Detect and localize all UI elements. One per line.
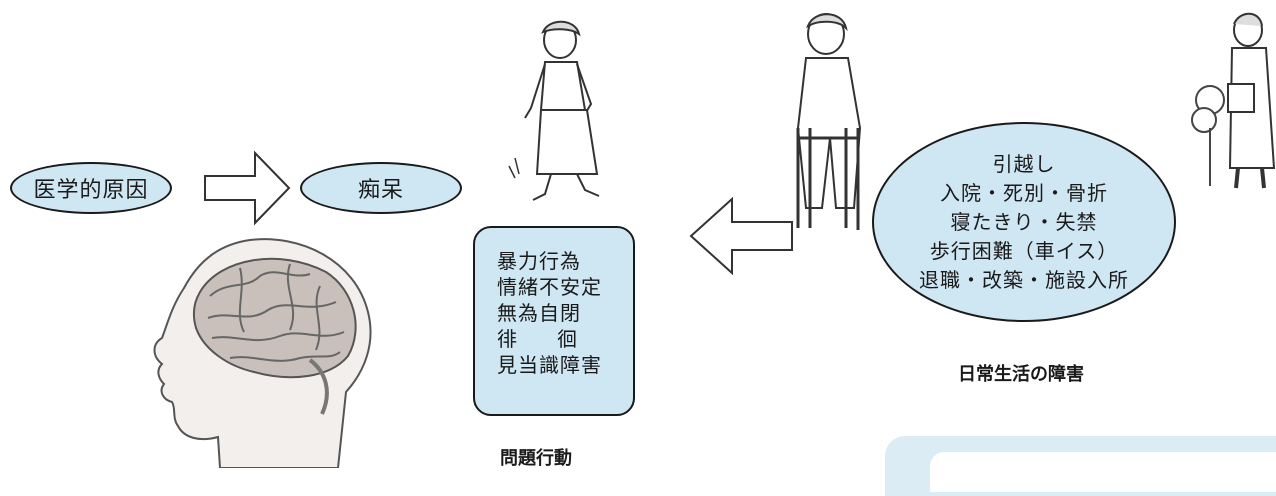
life-event-item: 歩行困難（車イス） <box>929 238 1119 263</box>
life-event-item: 寝たきり・失禁 <box>950 209 1098 234</box>
problem-behaviors-box: 暴力行為 情緒不安定 無為自閉 徘徊 見当識障害 <box>473 226 635 416</box>
arrow-left-icon <box>689 196 793 276</box>
dementia-label: 痴呆 <box>357 178 404 203</box>
problem-behaviors-caption: 問題行動 <box>500 448 572 469</box>
elderly-woman-with-flowers-icon <box>1191 12 1276 189</box>
daily-life-caption: 日常生活の障害 <box>958 364 1084 385</box>
wandering-woman-icon <box>508 20 600 201</box>
behavior-item: 無為自閉 <box>497 301 581 325</box>
life-event-item: 退職・改築・施設入所 <box>919 267 1129 292</box>
medical-cause-label: 医学的原因 <box>33 178 149 203</box>
woman-with-walker-icon <box>796 13 862 230</box>
dementia-node: 痴呆 <box>300 162 462 214</box>
behavior-item: 見当識障害 <box>497 353 602 377</box>
life-event-item: 入院・死別・骨折 <box>940 180 1108 205</box>
arrow-right-icon <box>204 150 291 226</box>
medical-cause-node: 医学的原因 <box>10 162 172 214</box>
life-event-item: 引越し <box>992 151 1056 176</box>
behavior-item: 情緒不安定 <box>497 275 602 299</box>
decorative-panel-inner <box>930 452 1276 492</box>
daily-life-events-node: 引越し 入院・死別・骨折 寝たきり・失禁 歩行困難（車イス） 退職・改築・施設入… <box>872 122 1176 322</box>
behavior-item: 徘徊 <box>497 327 617 351</box>
behavior-item: 暴力行為 <box>497 249 581 273</box>
brain-head-icon <box>153 238 372 468</box>
